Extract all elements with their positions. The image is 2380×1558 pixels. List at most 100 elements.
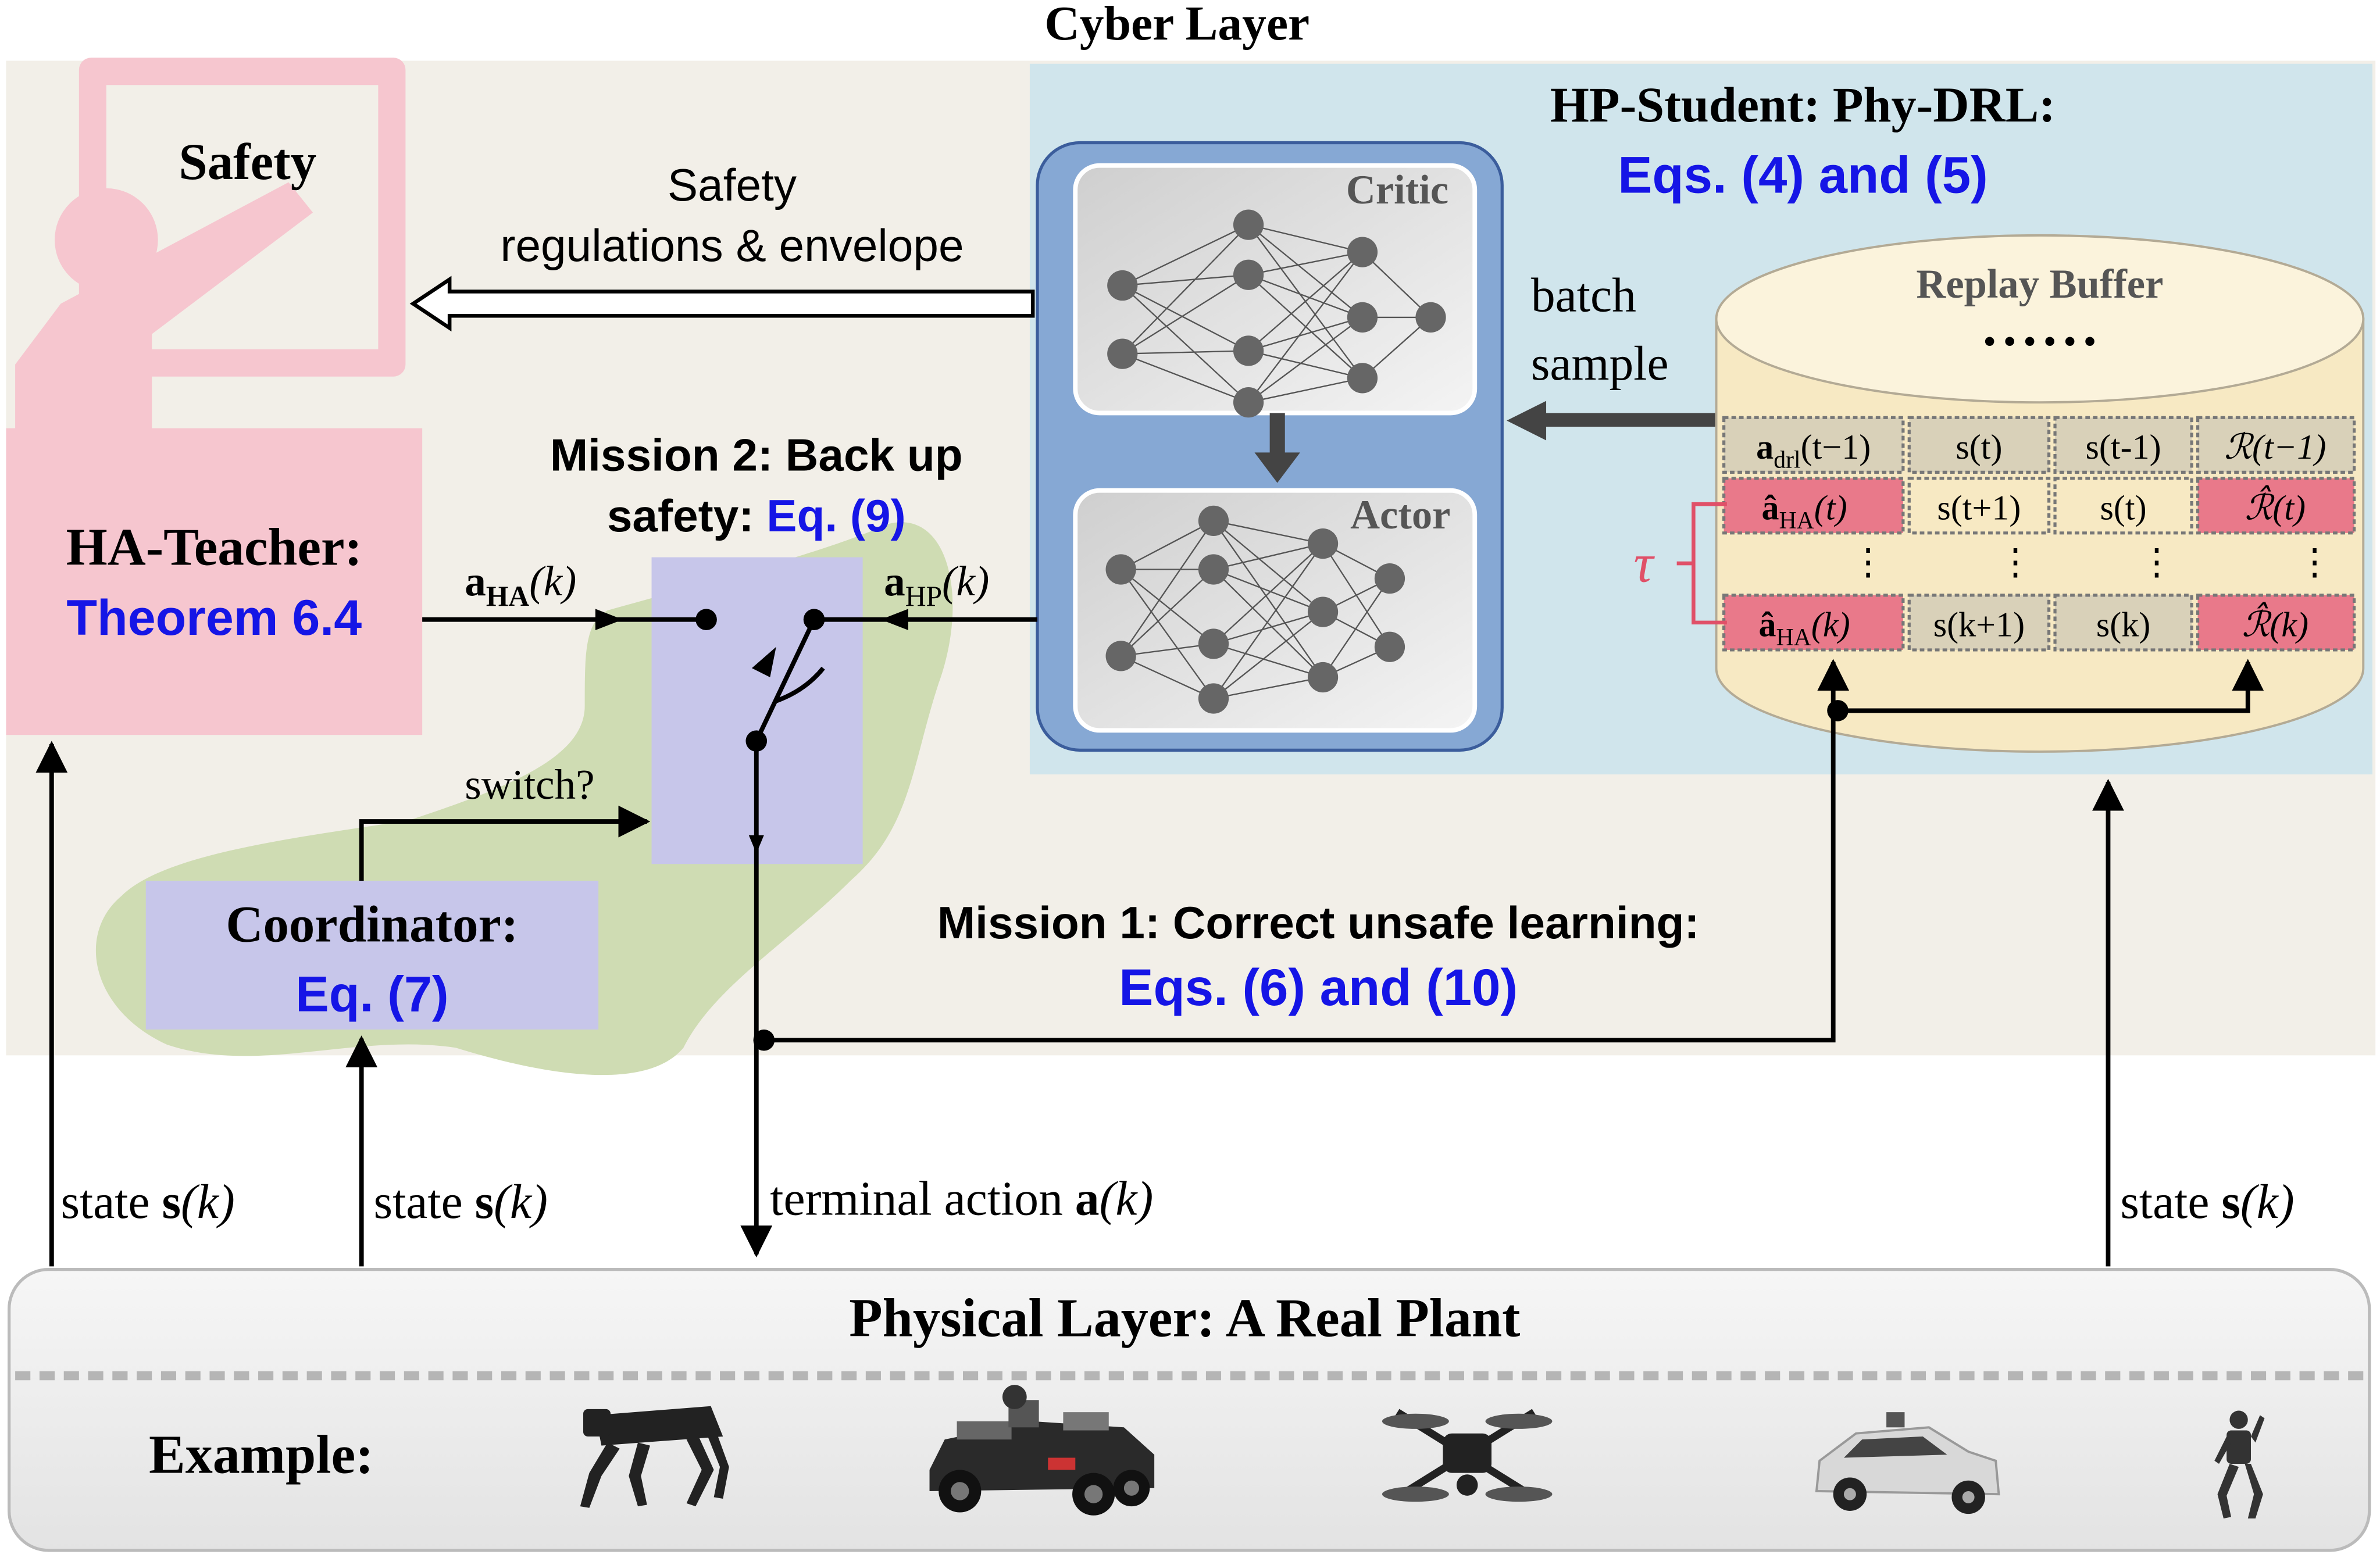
safety-arrow-line1: Safety <box>668 159 797 210</box>
state-label-1-arg: (k) <box>181 1175 235 1229</box>
safety-regulations-arrow <box>409 276 1035 332</box>
terminal-action-arg: (k) <box>1100 1173 1154 1226</box>
nn-node <box>1198 683 1229 714</box>
svg-text:âHA(t): âHA(t) <box>1762 488 1847 534</box>
svg-text:aHP(k): aHP(k) <box>884 558 989 612</box>
nn-node <box>1374 631 1405 662</box>
nn-edge <box>1213 569 1323 613</box>
quadruped-robot-icon <box>580 1406 729 1508</box>
state-label-1-prefix: state <box>60 1175 162 1229</box>
nn-edge <box>1122 224 1249 287</box>
batch-sample-arrow <box>1507 401 1721 441</box>
coordinator-ref: Eq. (7) <box>295 967 448 1023</box>
a-hp-sub: HP <box>905 580 942 612</box>
nn-edge <box>1248 377 1363 403</box>
nn-node <box>1107 270 1138 301</box>
svg-text:state s(k): state s(k) <box>374 1175 548 1229</box>
nn-node <box>1347 302 1378 333</box>
switch-signal-line <box>359 805 651 881</box>
terminal-action-a: a <box>1075 1173 1100 1226</box>
row1-next-state: s(t) <box>1956 427 2002 466</box>
nn-edge <box>1248 316 1363 352</box>
buffer-cell <box>1907 594 2051 652</box>
tau-bracket <box>1676 502 1727 625</box>
row2-action: â <box>1762 488 1779 527</box>
nn-edge <box>1248 274 1363 319</box>
nn-edge <box>1122 274 1249 355</box>
row2-action-sub: HA <box>1779 508 1814 534</box>
svg-text:âHA(k): âHA(k) <box>1759 605 1850 651</box>
terminal-action-prefix: terminal action <box>770 1173 1075 1226</box>
nn-node <box>1105 554 1136 585</box>
nn-node <box>1347 237 1378 267</box>
mission2-ref: Eq. (9) <box>766 490 905 541</box>
nn-edge <box>1213 643 1323 678</box>
critic-to-actor-arrow <box>1254 413 1300 483</box>
buffer-cell <box>2053 594 2193 652</box>
nn-edge <box>1213 520 1323 545</box>
a-ha-arg: (k) <box>529 558 576 605</box>
nn-edge <box>1122 353 1249 403</box>
svg-text:⋮: ⋮ <box>1997 541 2034 582</box>
nn-edge <box>1213 520 1324 678</box>
row2-next-state: s(t+1) <box>1937 488 2021 527</box>
nn-node <box>1307 662 1339 693</box>
state-label-1-s: s <box>162 1175 181 1229</box>
nn-edge <box>1248 224 1363 253</box>
svg-text:⋮: ⋮ <box>2296 541 2333 582</box>
a-hp-symbol: a <box>884 558 905 605</box>
humanoid-robot-icon <box>2214 1410 2265 1518</box>
nn-edge <box>1213 569 1323 678</box>
nn-edge <box>1322 578 1390 678</box>
mission1-line <box>763 659 1850 1043</box>
ha-teacher-ref: Theorem 6.4 <box>66 590 362 646</box>
nn-edge <box>1120 520 1214 657</box>
nn-edge <box>1121 520 1214 570</box>
buffer-cell <box>2196 594 2356 652</box>
buffer-cell <box>1722 477 1905 535</box>
buffer-cell <box>2196 416 2356 474</box>
buffer-cell <box>2053 416 2193 474</box>
cyber-layer-title: Cyber Layer <box>1044 0 1309 51</box>
svg-text:adrl(t−1): adrl(t−1) <box>1756 427 1871 474</box>
safety-arrow-line2: regulations & envelope <box>500 220 964 271</box>
state-label-2-arg: (k) <box>494 1175 548 1229</box>
nn-edge <box>1122 224 1249 355</box>
nn-edge <box>1120 569 1214 699</box>
svg-text:state s(k): state s(k) <box>60 1175 234 1229</box>
nn-edge <box>1248 251 1363 352</box>
nn-edge <box>1213 676 1323 699</box>
nn-edge <box>1362 317 1432 379</box>
row3-next-state: s(k+1) <box>1933 605 2025 644</box>
switch-arm <box>745 619 825 752</box>
buffer-cell <box>1907 477 2051 535</box>
self-driving-car-icon <box>1815 1412 2000 1514</box>
nn-edge <box>1248 316 1363 403</box>
nn-edge <box>1248 251 1363 276</box>
svg-text:state s(k): state s(k) <box>2120 1175 2294 1229</box>
row2-reward: ℛ̂(t) <box>2245 484 2306 527</box>
nn-edge <box>1248 350 1363 379</box>
buffer-row-2: âHA(t) s(t+1) s(t) ℛ̂(t) <box>1722 477 2356 535</box>
mission2-line2: safety: <box>607 490 754 541</box>
a-hp-arg: (k) <box>942 558 989 605</box>
mission1-ref: Eqs. (6) and (10) <box>1119 959 1518 1016</box>
buffer-cell <box>1907 416 2051 474</box>
coordinator-title: Coordinator: <box>226 896 518 953</box>
nn-edge <box>1213 542 1323 570</box>
nn-node <box>1233 335 1264 366</box>
buffer-row-3: âHA(k) s(k+1) s(k) ℛ̂(k) <box>1722 594 2356 652</box>
autonomous-rc-car-icon <box>929 1385 1155 1516</box>
row3-state: s(k) <box>2096 605 2150 644</box>
nn-edge <box>1122 285 1249 352</box>
row2-state: s(t) <box>2100 488 2147 527</box>
mission1-line1: Mission 1: Correct unsafe learning: <box>937 897 1700 948</box>
nn-edge <box>1213 520 1323 613</box>
ha-teacher-box <box>6 428 423 735</box>
mission2-line1: Mission 2: Back up <box>550 430 963 481</box>
nn-edge <box>1121 655 1214 699</box>
state-label-3-arg: (k) <box>2240 1175 2295 1229</box>
row3-action: â <box>1759 605 1776 644</box>
nn-node <box>1415 302 1446 333</box>
